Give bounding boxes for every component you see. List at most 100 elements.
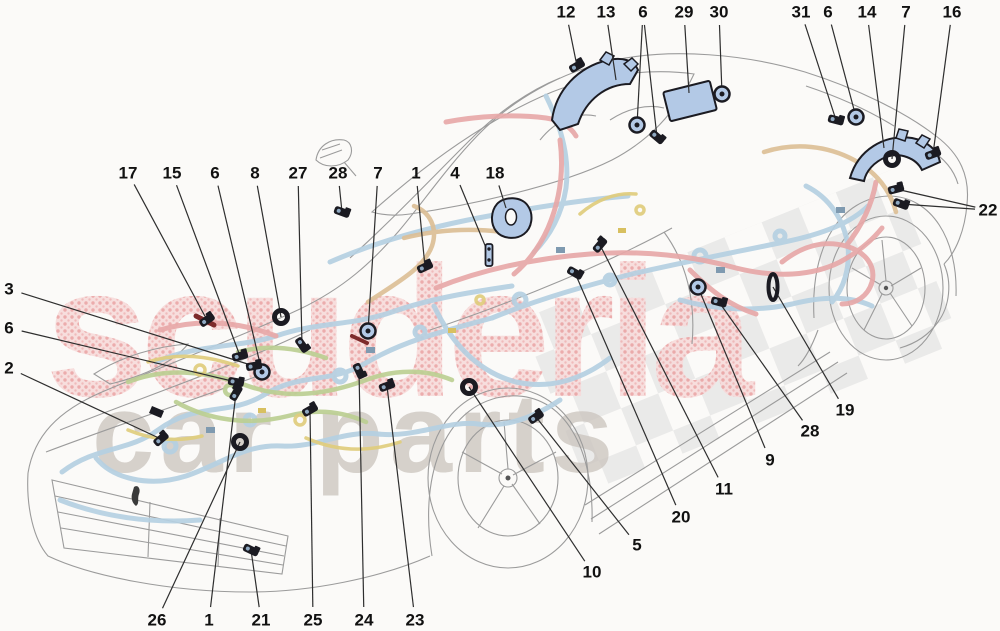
prancing-horse-badge [131,486,140,506]
part-grommet[interactable] [713,85,731,103]
callout-label-6-2[interactable]: 6 [638,3,647,22]
part-ring[interactable] [231,433,249,451]
part-clip[interactable] [648,127,667,145]
leader-line [804,24,837,121]
leader-line [133,184,208,321]
callout-label-15-11[interactable]: 15 [163,164,182,183]
clip-part[interactable] [149,406,164,418]
callout-label-18-19[interactable]: 18 [486,164,505,183]
part-clip[interactable] [567,57,586,74]
wheel-center-horse [883,285,889,291]
callout-label-21-25[interactable]: 21 [252,611,271,630]
part-clip[interactable] [333,204,352,219]
part-ring[interactable] [883,150,901,168]
callout-label-19-35[interactable]: 19 [836,401,855,420]
leader-line [256,185,282,318]
callout-label-14-7[interactable]: 14 [858,3,877,22]
large-grommet-part[interactable] [491,197,533,239]
part-clip[interactable] [377,377,396,393]
leader-line [21,330,237,383]
callout-label-31-5[interactable]: 31 [792,3,811,22]
leader-line [535,416,630,536]
callout-label-7-8[interactable]: 7 [901,3,910,22]
part-clip[interactable] [415,258,434,274]
leader-line [498,185,507,209]
callout-label-13-1[interactable]: 13 [597,3,616,22]
part-clip[interactable] [227,383,244,402]
liner-tabs [598,51,640,73]
part-grommet[interactable] [628,116,646,134]
callout-label-20-31[interactable]: 20 [672,508,691,527]
part-clip[interactable] [197,310,216,327]
part-grommet[interactable] [359,322,377,340]
leader-line [900,203,976,210]
callout-label-26-23[interactable]: 26 [148,611,167,630]
callout-label-6-6[interactable]: 6 [823,3,832,22]
callout-label-27-14[interactable]: 27 [289,164,308,183]
callout-label-2-22[interactable]: 2 [4,359,13,378]
part-clip[interactable] [300,401,319,418]
part-clip[interactable] [227,375,245,388]
part-clip[interactable] [887,181,905,195]
part-clip[interactable] [566,264,585,281]
callout-label-4-18[interactable]: 4 [450,164,460,183]
front-arch-liner-part[interactable] [550,57,640,132]
leader-line [209,392,237,608]
front-wheel [427,387,589,569]
callout-label-8-13[interactable]: 8 [250,164,259,183]
callout-label-30-4[interactable]: 30 [710,3,729,22]
part-tallring[interactable] [766,272,780,302]
part-clip[interactable] [245,358,263,372]
callout-label-7-16[interactable]: 7 [373,164,382,183]
part-clip[interactable] [352,361,368,380]
part-ring[interactable] [460,378,478,396]
leader-line [830,24,857,118]
leader-line [297,185,303,346]
leader-line [599,244,719,478]
callout-label-3-20[interactable]: 3 [4,280,13,299]
callout-label-25-26[interactable]: 25 [304,611,323,630]
callout-label-6-21[interactable]: 6 [4,319,13,338]
part-ring[interactable] [272,308,290,326]
harness-blue [57,93,875,524]
part-clip[interactable] [892,196,911,211]
panel-part[interactable] [662,80,718,122]
callout-label-17-10[interactable]: 17 [119,164,138,183]
part-clip[interactable] [710,294,729,308]
part-bracket[interactable] [484,243,494,267]
callout-label-22-36[interactable]: 22 [979,201,998,220]
callout-label-1-24[interactable]: 1 [204,611,213,630]
callout-label-5-30[interactable]: 5 [632,536,641,555]
callout-label-28-34[interactable]: 28 [801,422,820,441]
harness-red [157,113,885,339]
part-clip[interactable] [923,145,942,161]
callout-label-16-9[interactable]: 16 [943,3,962,22]
leader-line [358,370,365,608]
callout-label-24-27[interactable]: 24 [355,611,374,630]
part-grommet[interactable] [847,108,865,126]
callout-label-29-3[interactable]: 29 [675,3,694,22]
part-clip[interactable] [526,407,545,424]
leader-line [607,24,617,81]
leader-line [868,24,885,149]
part-clip[interactable] [151,429,170,447]
callout-label-6-12[interactable]: 6 [210,164,219,183]
callout-label-1-17[interactable]: 1 [411,164,420,183]
part-clip[interactable] [827,112,846,126]
part-clip[interactable] [590,235,608,254]
part-clip[interactable] [294,335,312,354]
leader-line [772,286,839,400]
callout-label-28-15[interactable]: 28 [329,164,348,183]
part-clip[interactable] [231,348,249,362]
leader-line [718,301,803,421]
callout-label-11-32[interactable]: 11 [715,480,733,499]
part-clip[interactable] [242,541,261,557]
part-grommet[interactable] [689,278,707,296]
callout-label-10-29[interactable]: 10 [583,563,602,582]
callout-label-12-0[interactable]: 12 [557,3,576,22]
callout-label-9-33[interactable]: 9 [765,451,774,470]
leader-line [684,24,690,94]
callout-label-23-28[interactable]: 23 [406,611,425,630]
